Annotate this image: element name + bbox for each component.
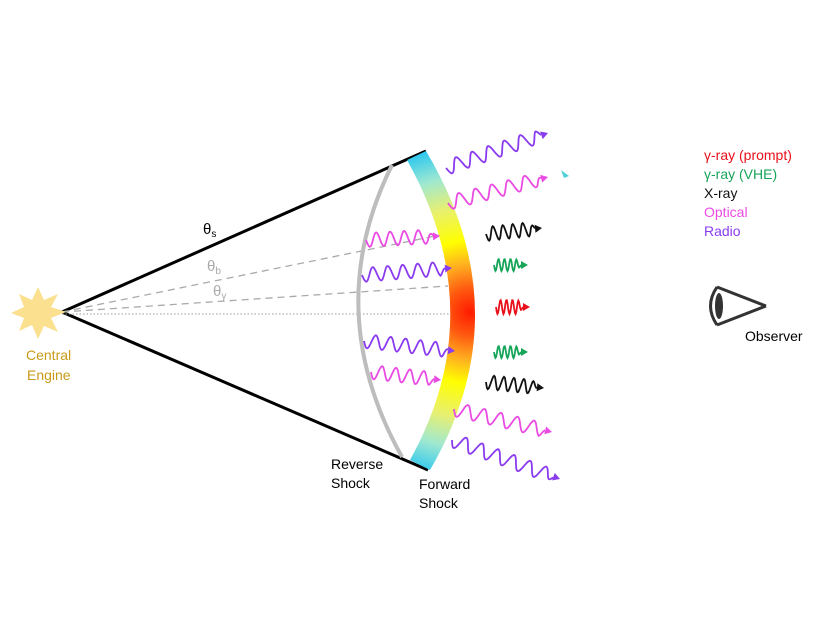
legend-radio: Radio xyxy=(704,223,741,239)
legend-xray: X-ray xyxy=(704,185,737,201)
central-engine-star xyxy=(11,287,66,339)
xray-wave-out-1 xyxy=(485,221,536,243)
forward-shock-label-line1: Forward xyxy=(419,476,470,492)
xray-wave-out-2 xyxy=(485,374,538,395)
radio-wave-in-1-arrowhead xyxy=(444,264,452,273)
radio-wave-out-1-arrowhead xyxy=(540,131,548,140)
jet-upper-edge xyxy=(61,149,427,314)
vhe-wave-out-2 xyxy=(493,344,522,361)
prompt-wave-out-arrowhead xyxy=(523,303,530,311)
forward-shock-shell xyxy=(407,151,476,470)
xray-wave-out-1-arrowhead xyxy=(534,224,542,233)
central-engine-label-line1: Central xyxy=(26,347,71,363)
reverse-shock-label-line1: Reverse xyxy=(331,456,383,472)
photon-waves xyxy=(361,130,560,481)
optical-wave-in-2 xyxy=(370,365,435,386)
legend: γ-ray (prompt) γ-ray (VHE) X-ray Optical… xyxy=(704,147,792,239)
radio-wave-out-1 xyxy=(445,130,542,175)
radio-wave-in-2 xyxy=(363,334,449,358)
forward-shock-label-line2: Shock xyxy=(419,495,459,511)
xray-wave-out-2-arrowhead xyxy=(536,383,544,392)
cyan-marker-icon xyxy=(561,170,569,178)
theta-b-line xyxy=(61,231,456,313)
observer-eye-icon xyxy=(709,285,767,327)
observer-label: Observer xyxy=(745,328,803,344)
radio-wave-in-2-arrowhead xyxy=(447,346,455,355)
optical-wave-in-2-arrowhead xyxy=(433,375,441,384)
vhe-wave-out-1-arrowhead xyxy=(521,261,528,269)
legend-optical: Optical xyxy=(704,204,748,220)
optical-wave-in-1-arrowhead xyxy=(432,232,440,241)
reverse-shock-label-line2: Shock xyxy=(331,475,371,491)
legend-vhe: γ-ray (VHE) xyxy=(704,166,777,182)
optical-wave-out-1-arrowhead xyxy=(540,174,548,183)
prompt-wave-out xyxy=(495,298,524,317)
optical-wave-in-1 xyxy=(365,229,434,248)
optical-wave-out-1 xyxy=(447,174,542,210)
theta-b-label: θb xyxy=(207,258,221,277)
vhe-wave-out-1 xyxy=(493,257,522,274)
reverse-shock-arc xyxy=(356,164,404,458)
central-engine-label-line2: Engine xyxy=(27,367,71,383)
radio-wave-out-2 xyxy=(451,436,554,481)
vhe-wave-out-2-arrowhead xyxy=(521,348,528,356)
theta-gamma-line xyxy=(61,285,449,313)
optical-wave-out-2 xyxy=(453,404,546,437)
radio-wave-in-1 xyxy=(361,261,446,283)
radio-wave-out-2-arrowhead xyxy=(552,472,560,481)
theta-s-label: θs xyxy=(203,221,216,240)
legend-prompt: γ-ray (prompt) xyxy=(704,147,792,163)
theta-gamma-label: θγ xyxy=(213,283,226,302)
jet-lower-edge xyxy=(61,310,429,472)
optical-wave-out-2-arrowhead xyxy=(544,426,552,435)
